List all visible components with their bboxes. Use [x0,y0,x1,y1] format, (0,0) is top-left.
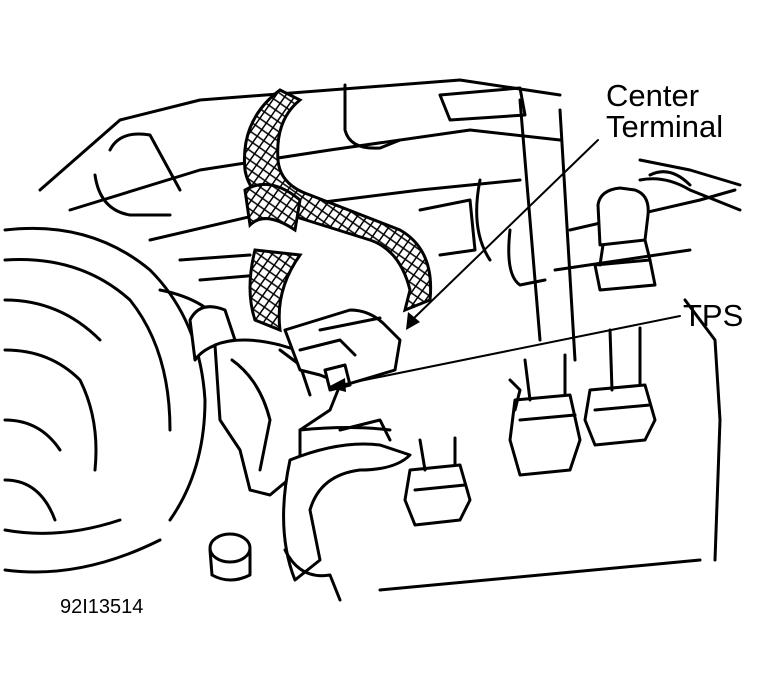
center-terminal-leader [411,139,599,321]
injector-top-right [593,170,692,292]
spark-plug-2 [508,353,582,477]
tps-leader [339,315,681,386]
bent-tube [282,418,412,602]
center-terminal-arrowhead [406,312,420,330]
figure-id: 92I13514 [60,596,144,618]
engine-block [38,78,742,592]
leader-lines [328,139,681,392]
spark-plug-1 [403,436,472,527]
braided-hoses [242,88,433,333]
tps-arrowhead [328,378,346,392]
intake-tube [3,226,227,574]
center-terminal-line1: Center [606,78,700,113]
center-terminal-line2: Terminal [606,109,724,144]
tps-callout: TPS [683,298,744,333]
throttle-position-sensor [188,305,402,497]
round-fitting [208,532,252,582]
spark-plug-3 [583,326,657,447]
center-terminal-callout: Center Terminal [606,80,723,142]
